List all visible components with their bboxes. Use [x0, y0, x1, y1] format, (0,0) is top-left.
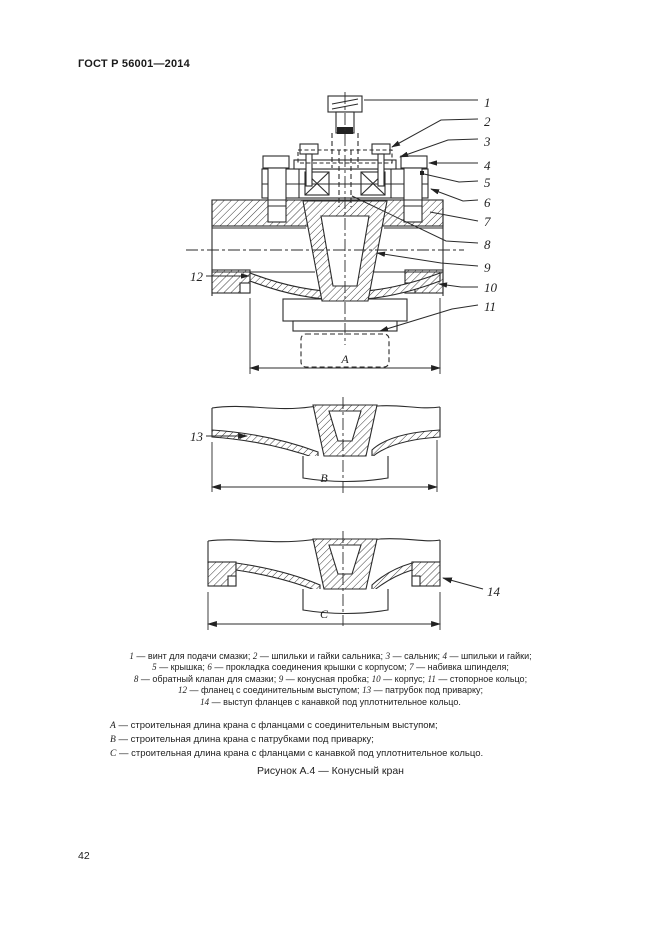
page-number: 42 [78, 850, 90, 862]
dim-definition: A — строительная длина крана с фланцами … [110, 720, 438, 731]
standard-number: ГОСТ Р 56001—2014 [78, 58, 190, 70]
dim-definitions: A — строительная длина крана с фланцами … [110, 719, 483, 761]
dim-definition: C — строительная длина крана с фланцами … [110, 748, 484, 759]
dimension-label-c: C [320, 607, 329, 621]
callout-number: 7 [484, 214, 491, 229]
callout-number: 2 [484, 114, 491, 129]
dimension-label-b: B [320, 471, 328, 485]
callout-number: 14 [487, 584, 501, 599]
dimension-labels: A B C [320, 352, 349, 621]
legend-line: 1 — винт для подачи смазки; 2 — шпильки … [129, 651, 532, 661]
callout-number: 6 [484, 195, 491, 210]
parts-legend: 1 — винт для подачи смазки; 2 — шпильки … [80, 651, 581, 708]
figure-c-drawing [207, 531, 484, 630]
callout-number: 8 [484, 237, 491, 252]
callout-number: 5 [484, 175, 491, 190]
callout-numbers: 1 2 3 4 5 6 7 8 9 10 11 12 13 14 [190, 95, 501, 599]
legend-line: 5 — крышка; 6 — прокладка соединения кры… [152, 662, 509, 673]
legend-line: 8 — обратный клапан для смазки; 9 — кону… [133, 673, 528, 684]
figure-caption: Рисунок А.4 — Конусный кран [257, 765, 404, 777]
callout-number: 10 [484, 280, 498, 295]
callout-number: 9 [484, 260, 491, 275]
dimension-label-a: A [340, 352, 349, 366]
callout-number: 4 [484, 158, 491, 173]
callout-number: 13 [190, 429, 204, 444]
legend-line: 14 — выступ фланцев с канавкой под уплот… [200, 696, 461, 707]
callout-number: 12 [190, 269, 204, 284]
legend-lines: 1 — винт для подачи смазки; 2 — шпильки … [80, 651, 581, 708]
valve-figure-svg: 1 2 3 4 5 6 7 8 9 10 11 12 13 14 A B C [186, 92, 501, 630]
dim-definition: B — строительная длина крана с патрубкам… [110, 734, 374, 745]
callout-number: 11 [484, 299, 496, 314]
figure-a-drawing [186, 92, 464, 374]
callout-number: 3 [483, 134, 491, 149]
figure-a-leaders [206, 99, 479, 332]
figure-b-drawing [206, 397, 441, 494]
callout-number: 1 [484, 95, 491, 110]
legend-line: 12 — фланец с соединительным выступом; 1… [177, 685, 484, 696]
